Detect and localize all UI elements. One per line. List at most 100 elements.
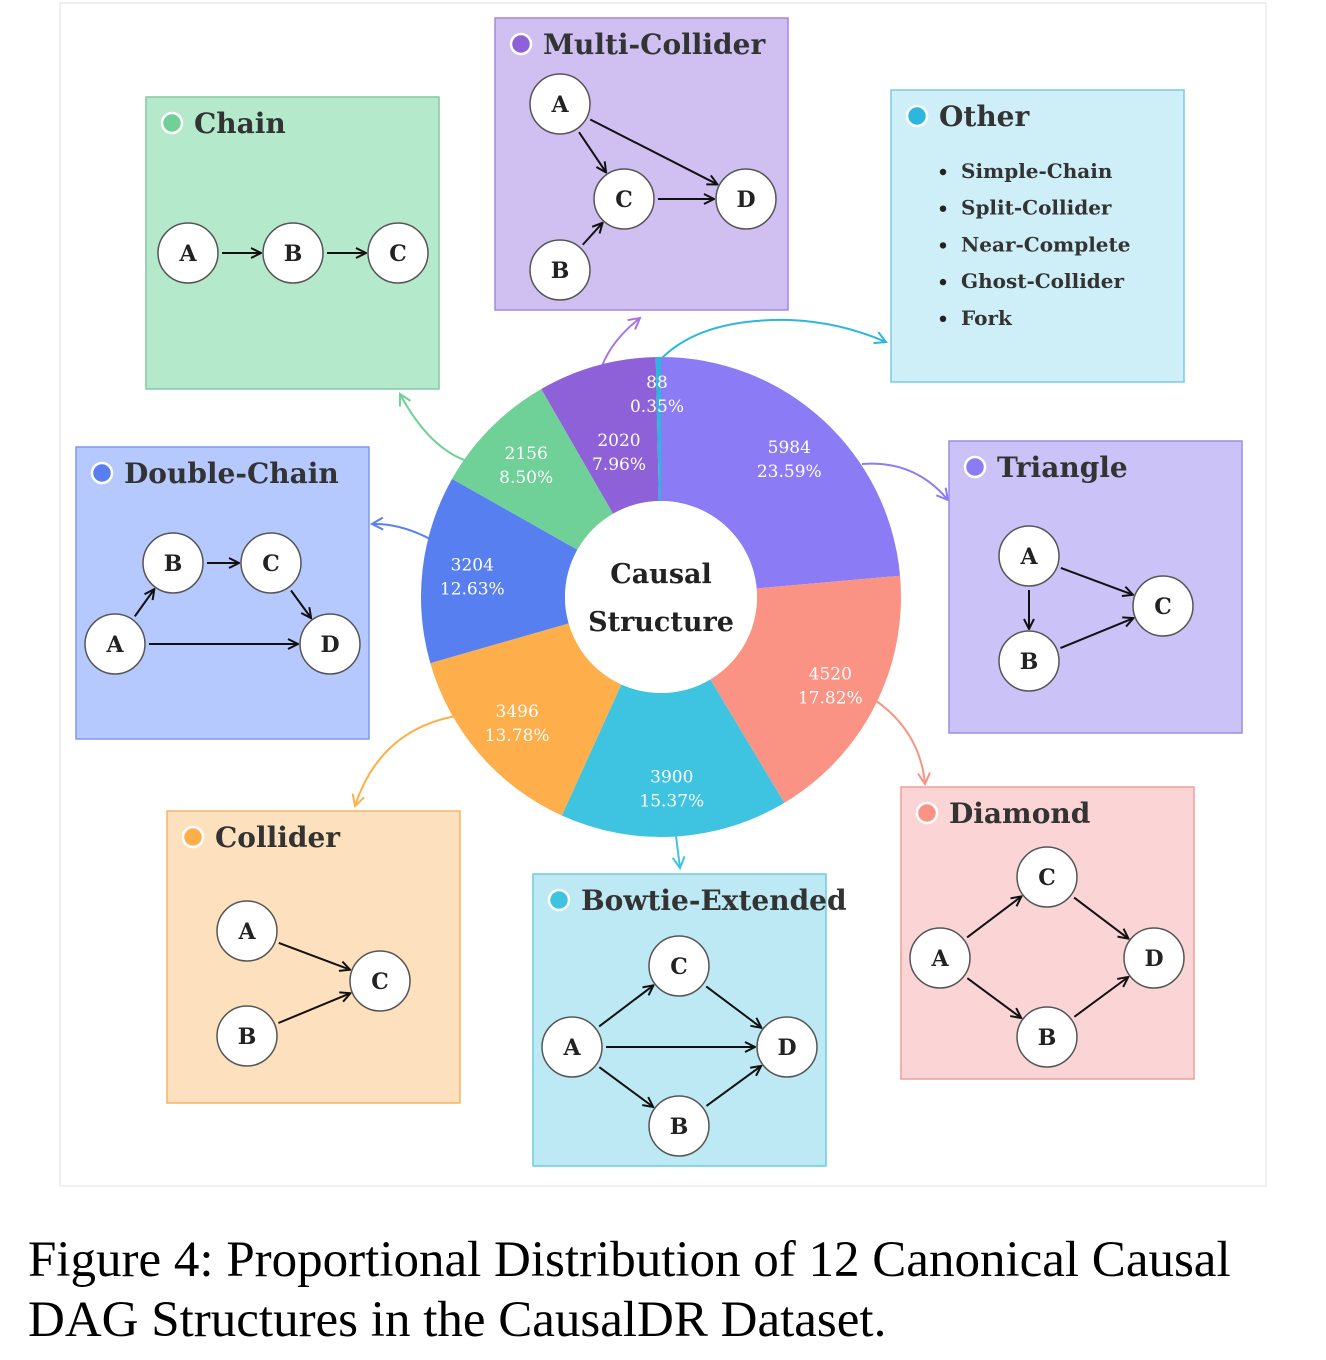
node-C xyxy=(593,168,655,230)
other-item: Fork xyxy=(961,306,1013,330)
slice-percent-chain: 8.50% xyxy=(499,468,553,488)
node-B xyxy=(1016,1006,1078,1068)
legend-dot-chain xyxy=(160,111,184,135)
edge-B-D xyxy=(705,1066,761,1107)
node-D xyxy=(299,613,361,675)
node-label-B: B xyxy=(551,258,570,284)
slice-percent-other: 0.35% xyxy=(630,397,684,417)
node-D xyxy=(715,168,777,230)
slice-percent-collider: 13.78% xyxy=(485,726,550,746)
bullet-icon xyxy=(939,315,947,322)
node-label-A: A xyxy=(562,1035,581,1061)
caption-line-1: Figure 4: Proportional Distribution of 1… xyxy=(28,1232,1231,1288)
node-A xyxy=(84,613,146,675)
other-item: Ghost-Collider xyxy=(961,269,1125,293)
node-label-A: A xyxy=(1019,544,1038,570)
legend-dot-multi-collider xyxy=(509,32,533,56)
panel-bg-other xyxy=(890,89,1185,383)
slice-percent-triangle: 23.59% xyxy=(757,462,822,482)
donut-hole xyxy=(565,501,757,693)
legend-dot-collider xyxy=(181,825,205,849)
node-A xyxy=(157,222,219,284)
edge-B-C xyxy=(1060,618,1133,650)
connectors xyxy=(355,318,948,868)
edge-A-C xyxy=(598,985,653,1028)
slice-bowtie xyxy=(561,679,785,837)
figure-caption: Figure 4: Proportional Distribution of 1… xyxy=(28,1230,1318,1350)
center-label-2: Structure xyxy=(588,607,734,638)
edge-C-D xyxy=(705,985,761,1027)
node-label-B: B xyxy=(1020,649,1039,675)
node-label-C: C xyxy=(371,969,389,995)
legend-dot-other xyxy=(905,104,929,128)
node-C xyxy=(240,532,302,594)
edge-A-C xyxy=(1060,566,1133,595)
panel-title-diamond: Diamond xyxy=(949,797,1090,830)
panel-other: OtherSimple-ChainSplit-ColliderNear-Comp… xyxy=(890,89,1185,383)
node-D xyxy=(756,1016,818,1078)
legend-dot-triangle xyxy=(963,455,987,479)
node-label-A: A xyxy=(105,632,124,658)
connector-multi-collider xyxy=(601,318,640,367)
node-C xyxy=(1132,575,1194,637)
slice-percent-bowtie: 15.37% xyxy=(639,792,704,812)
connector-double-chain xyxy=(372,524,433,541)
panel-title-multi-collider: Multi-Collider xyxy=(543,28,766,61)
edge-A-C xyxy=(578,131,606,172)
slice-value-double-chain: 3204 xyxy=(451,556,494,576)
slice-diamond xyxy=(710,575,901,803)
panel-bg-triangle xyxy=(948,440,1243,734)
node-label-D: D xyxy=(320,632,339,658)
node-label-C: C xyxy=(670,954,688,980)
other-item: Split-Collider xyxy=(961,196,1112,220)
node-label-D: D xyxy=(777,1035,796,1061)
slice-double-chain xyxy=(420,478,578,664)
node-A xyxy=(541,1016,603,1078)
connector-triangle xyxy=(861,462,948,500)
connector-diamond xyxy=(871,697,925,784)
bullet-icon xyxy=(939,205,947,212)
node-A xyxy=(909,927,971,989)
node-label-A: A xyxy=(178,241,197,267)
panel-title-collider: Collider xyxy=(215,821,341,854)
legend-dot-double-chain xyxy=(90,461,114,485)
slice-value-diamond: 4520 xyxy=(809,664,852,684)
connector-bowtie xyxy=(676,835,680,868)
other-item: Simple-Chain xyxy=(961,159,1113,183)
node-label-D: D xyxy=(1144,946,1163,972)
node-label-C: C xyxy=(389,241,407,267)
edge-A-B xyxy=(133,589,155,617)
slice-value-chain: 2156 xyxy=(505,444,548,464)
panel-title-triangle: Triangle xyxy=(997,451,1128,484)
node-B xyxy=(216,1005,278,1067)
legend-dot-bowtie xyxy=(547,888,571,912)
slice-percent-multi-collider: 7.96% xyxy=(592,455,646,475)
connector-chain xyxy=(400,394,471,463)
edge-B-C xyxy=(582,223,603,246)
node-B xyxy=(262,222,324,284)
other-item: Near-Complete xyxy=(961,232,1131,256)
node-A xyxy=(216,900,278,962)
node-label-A: A xyxy=(930,946,949,972)
slice-percent-diamond: 17.82% xyxy=(798,688,863,708)
panel-title-chain: Chain xyxy=(194,107,286,140)
node-B xyxy=(648,1095,710,1157)
node-A xyxy=(998,525,1060,587)
node-label-A: A xyxy=(237,919,256,945)
slice-value-triangle: 5984 xyxy=(768,438,811,458)
legend-dot-diamond xyxy=(915,801,939,825)
node-label-C: C xyxy=(1038,865,1056,891)
edge-A-C xyxy=(278,942,350,970)
panel-bg-double-chain xyxy=(75,446,370,740)
center-label-1: Causal xyxy=(610,559,712,590)
donut-chart: 598423.59%452017.82%390015.37%349613.78%… xyxy=(420,357,901,837)
node-D xyxy=(1123,927,1185,989)
slice-collider xyxy=(430,623,622,816)
connector-other xyxy=(659,318,886,470)
